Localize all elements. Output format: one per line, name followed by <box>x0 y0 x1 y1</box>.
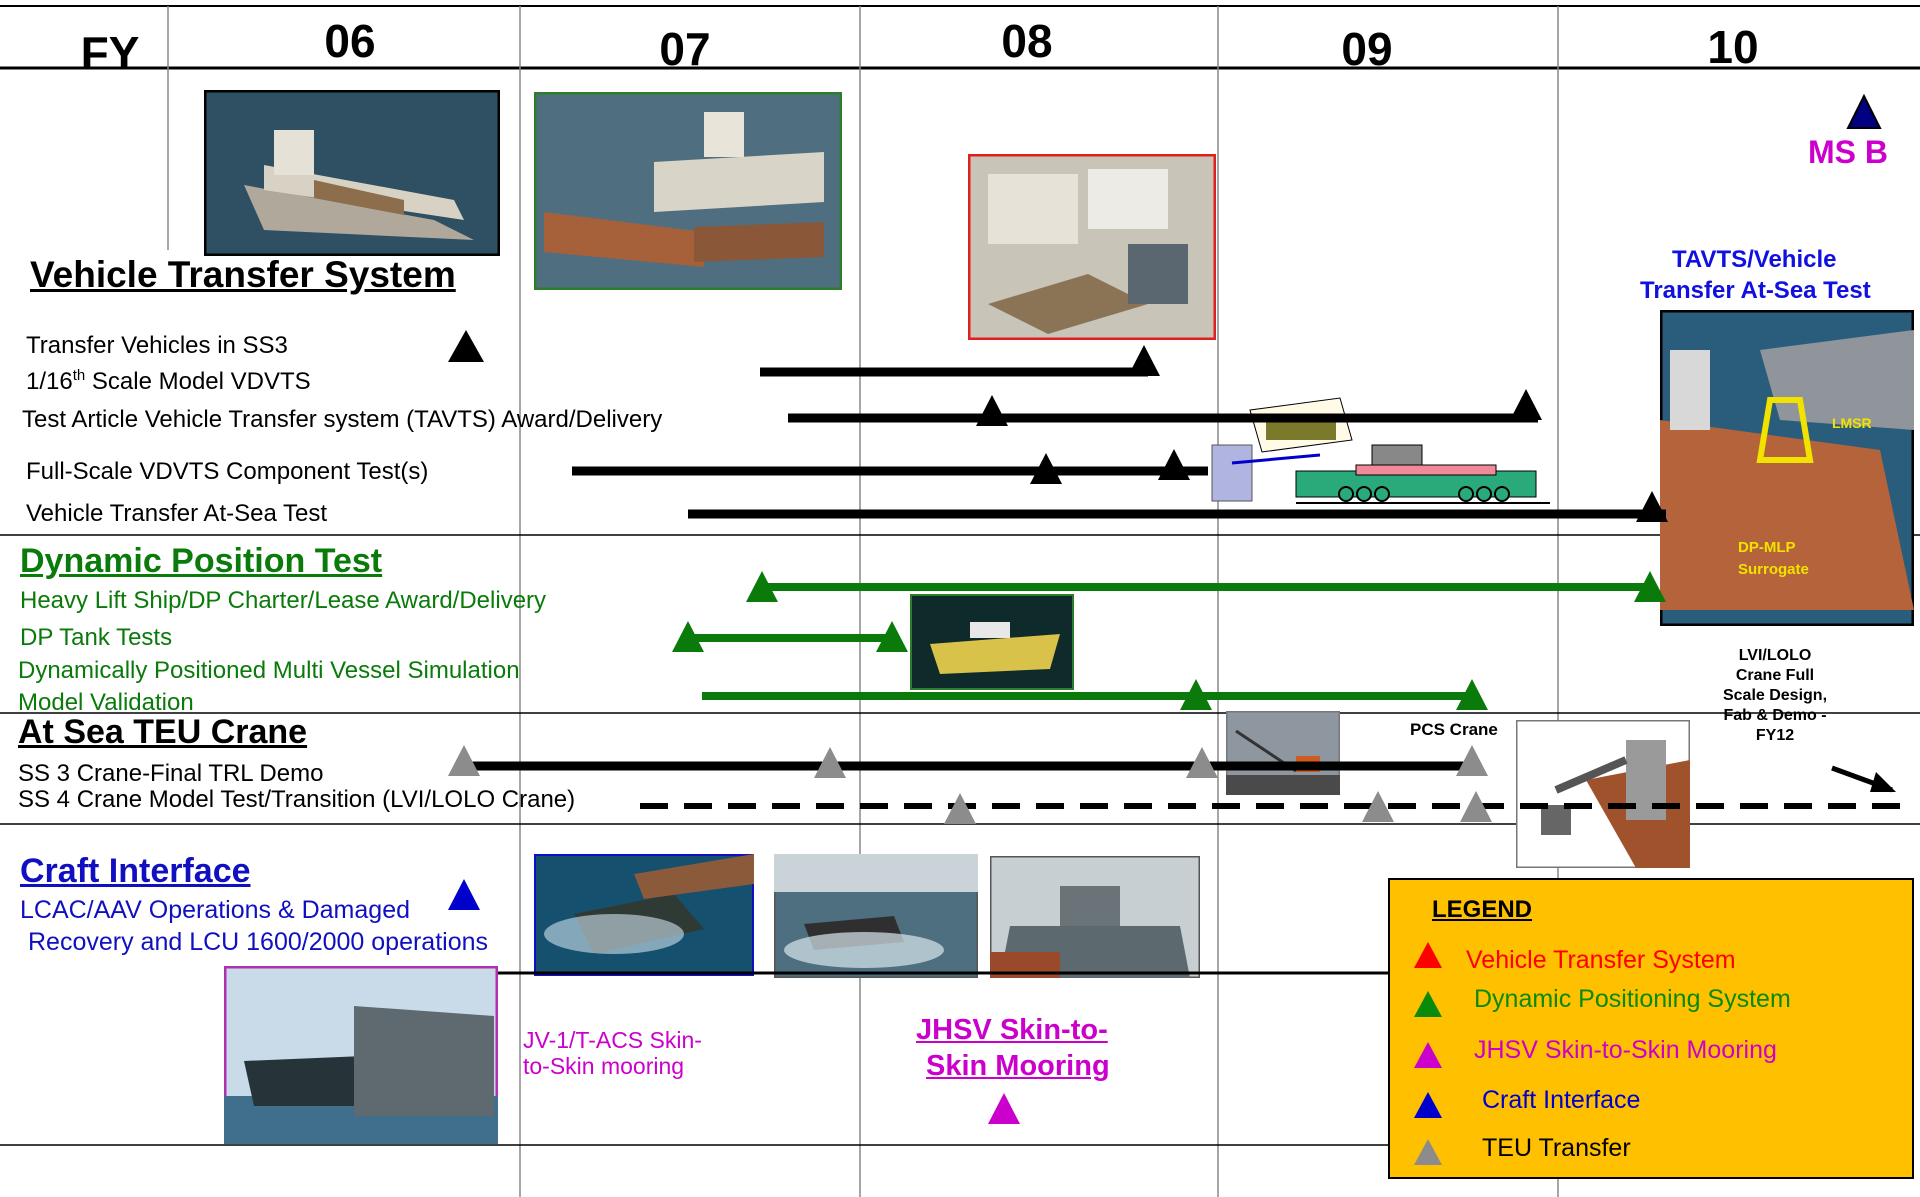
pcs-crane-label: PCS Crane <box>1410 720 1498 739</box>
heavy-lift-ship-photo <box>204 90 500 256</box>
jv1-caption-line2: to-Skin mooring <box>523 1053 685 1079</box>
ms-b-label: MS B <box>1808 134 1888 170</box>
vts-full-scale-marker-2 <box>1158 449 1190 480</box>
legend-vts-label: Vehicle Transfer System <box>1466 946 1736 974</box>
legend-vts-marker <box>1414 942 1442 968</box>
craft-section-title: Craft Interface <box>20 852 251 890</box>
year-10: 10 <box>1707 21 1759 73</box>
vts-row-tavts-award: Test Article Vehicle Transfer system (TA… <box>22 406 663 433</box>
vts-scale-model-marker <box>1128 345 1160 376</box>
jhsv-caption-line2: Skin Mooring <box>926 1050 1110 1082</box>
crane-ss3-marker-1 <box>448 745 480 776</box>
lvi-lolo-note: LVI/LOLO Crane Full Scale Design, Fab & … <box>1722 647 1828 744</box>
vts-section-title: Vehicle Transfer System <box>30 254 456 295</box>
year-07: 07 <box>659 23 711 75</box>
vts-row-full-scale-test: Full-Scale VDVTS Component Test(s) <box>26 458 429 485</box>
jv1-caption-line1: JV-1/T-ACS Skin- <box>523 1027 702 1053</box>
tavts-at-sea-render: LMSR DP-MLP Surrogate <box>1660 310 1914 626</box>
dp-row-heavy-lift: Heavy Lift Ship/DP Charter/Lease Award/D… <box>20 587 547 614</box>
jv1-skin-to-skin-photo <box>224 966 498 1144</box>
legend-craft-marker <box>1414 1092 1442 1118</box>
crane-section-title: At Sea TEU Crane <box>18 713 308 751</box>
dp-row-tank-tests: DP Tank Tests <box>20 624 173 651</box>
crane-row-ss3: SS 3 Crane-Final TRL Demo <box>18 760 324 787</box>
legend-dp-label: Dynamic Positioning System <box>1474 985 1791 1013</box>
legend-title: LEGEND <box>1432 896 1533 923</box>
vts-full-scale-marker-1 <box>1030 453 1062 484</box>
crane-ss3-marker-4 <box>1456 745 1488 776</box>
lmsr-photo-label: LMSR <box>1832 415 1872 431</box>
lcu-photo <box>990 856 1200 978</box>
lvi-lolo-crane-drawing <box>1516 720 1690 868</box>
crane-ss3-marker-3 <box>1186 747 1218 778</box>
crane-ss4-marker-3 <box>1460 791 1492 822</box>
legend-jhsv-label: JHSV Skin-to-Skin Mooring <box>1474 1036 1777 1064</box>
barge-ship-photo <box>534 92 842 290</box>
aav-photo <box>774 854 978 978</box>
fy-label: FY <box>80 27 140 79</box>
legend-teu-marker <box>1414 1139 1442 1165</box>
tavts-callout-line1: TAVTS/Vehicle <box>1672 246 1837 273</box>
schedule-bars <box>470 367 1908 975</box>
dp-row-model-validation: Model Validation <box>18 689 194 716</box>
vehicle-transfer-sketch <box>1211 397 1550 504</box>
tavts-callout-line2: Transfer At-Sea Test <box>1640 277 1871 304</box>
dp-section-title: Dynamic Position Test <box>20 542 383 580</box>
craft-marker <box>448 879 480 910</box>
schedule-markers <box>448 345 1668 1124</box>
dp-tank-marker-1 <box>672 621 704 652</box>
dp-heavy-lift-marker-1 <box>746 571 778 602</box>
pcs-crane-photo <box>1226 711 1340 795</box>
dp-heavy-lift-marker-2 <box>1634 571 1666 602</box>
fy12-arrowhead <box>1870 772 1896 792</box>
ms-b-marker <box>1846 93 1882 129</box>
dp-mlp-photo-label: DP-MLP <box>1738 539 1796 556</box>
crane-ss3-marker-2 <box>814 747 846 778</box>
craft-line2: Recovery and LCU 1600/2000 operations <box>28 928 489 956</box>
legend-box: LEGEND Vehicle Transfer System Dynamic P… <box>1388 878 1914 1179</box>
jhsv-caption-line1: JHSV Skin-to- <box>916 1014 1108 1046</box>
year-06: 06 <box>324 15 376 67</box>
vts-at-sea-marker <box>1636 491 1668 522</box>
surrogate-photo-label: Surrogate <box>1738 561 1809 578</box>
legend-markers <box>1414 942 1442 1165</box>
vts-tavts-marker-1 <box>976 395 1008 426</box>
legend-jhsv-marker <box>1414 1042 1442 1068</box>
year-09: 09 <box>1341 23 1393 75</box>
legend-craft-label: Craft Interface <box>1482 1086 1641 1114</box>
vts-row-at-sea-test: Vehicle Transfer At-Sea Test <box>26 500 328 527</box>
vts-row-scale-model: 1/16th Scale Model VDVTS <box>26 367 311 395</box>
dp-tank-marker-2 <box>876 621 908 652</box>
legend-dp-marker <box>1414 991 1442 1017</box>
jhsv-marker <box>988 1093 1020 1124</box>
crane-row-ss4: SS 4 Crane Model Test/Transition (LVI/LO… <box>18 786 576 813</box>
vts-row-transfer-ss3: Transfer Vehicles in SS3 <box>26 332 288 359</box>
lab-model-photo <box>968 154 1216 340</box>
crane-ss4-marker-2 <box>1362 791 1394 822</box>
dp-simulation-marker-2 <box>1456 679 1488 710</box>
crane-ss4-marker-1 <box>944 793 976 824</box>
legend-teu-label: TEU Transfer <box>1482 1134 1631 1162</box>
lcac-photo <box>534 854 754 976</box>
dp-tank-photo <box>910 594 1074 690</box>
transfer-ss3-marker <box>448 330 484 362</box>
vts-tavts-marker-2 <box>1510 389 1542 420</box>
dp-simulation-marker-1 <box>1180 679 1212 710</box>
dp-row-simulation: Dynamically Positioned Multi Vessel Simu… <box>18 657 520 684</box>
year-08: 08 <box>1001 15 1053 67</box>
craft-line1: LCAC/AAV Operations & Damaged <box>20 896 411 924</box>
